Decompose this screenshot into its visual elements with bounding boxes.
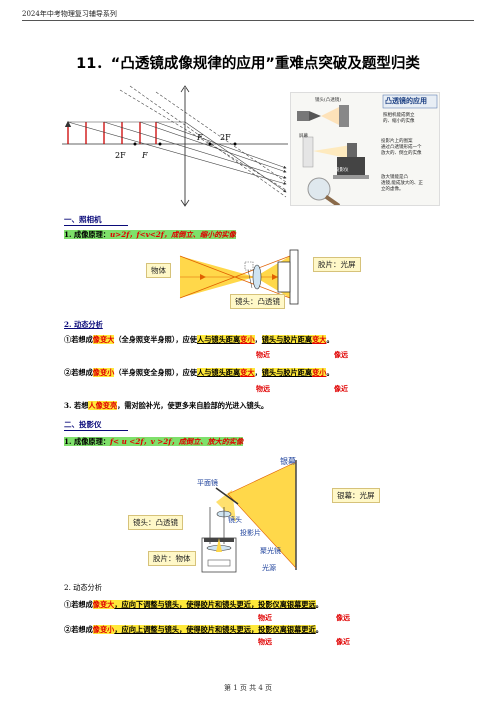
camera-note-2-object: 物远 bbox=[256, 384, 270, 393]
projector-note-2-object: 物远 bbox=[258, 637, 272, 646]
projector-source-tag: 光源 bbox=[262, 564, 276, 572]
projector-mirror-tag: 平面镜 bbox=[197, 479, 218, 487]
lens-ray-diagram: F 2F 2F F bbox=[62, 85, 288, 207]
camera-lens-label: 镜头(凸透镜) bbox=[315, 98, 342, 103]
twof-label-left: 2F bbox=[115, 151, 126, 160]
twof-label-right: 2F bbox=[220, 133, 231, 142]
camera-note-1-object: 物近 bbox=[256, 350, 270, 359]
infographic-title: 凸透镜的应用 bbox=[385, 96, 427, 105]
focus-label-right: F bbox=[196, 133, 203, 142]
camera-line-2: ②若想成像变小（半身照变全身照），应使人与镜头距离变大，镜头与胶片距离变小。 bbox=[64, 368, 334, 377]
projector-condenser-tag: 聚光镜 bbox=[260, 547, 281, 555]
projector-line-2: ②若想成像变小，应向上调整与镜头，使得胶片和镜头更远，投影仪离银幕更近。 bbox=[64, 625, 323, 634]
section-projector-heading: 二、投影仪 bbox=[64, 420, 102, 429]
page-title: 11．“凸透镜成像规律的应用”重难点突破及题型归类 bbox=[76, 56, 420, 72]
section-projector-underline bbox=[64, 430, 128, 431]
camera-object-label: 物体 bbox=[146, 263, 171, 278]
projector-screen-box: 银幕：光屏 bbox=[332, 488, 380, 503]
camera-diagram bbox=[179, 249, 299, 305]
projector-note-1-object: 物近 bbox=[258, 613, 272, 622]
camera-dynamic-label: 2. 动态分析 bbox=[64, 320, 103, 329]
screen-label: 屏幕 bbox=[299, 134, 308, 139]
section-camera-heading: 一、照相机 bbox=[64, 215, 102, 224]
projector-description: 投影片上的图案 通过凸透镜形成一个 放大的、倒立的实像 bbox=[381, 139, 422, 156]
projector-line-1: ①若想成像变大，应向下调整与镜头，使得胶片和镜头更近，投影仪离银幕更远。 bbox=[64, 600, 323, 609]
focus-label-left: F bbox=[141, 151, 148, 160]
projector-diagram bbox=[201, 460, 297, 573]
projector-principle: 1. 成像原理：f< u <2f，v >2f，成倒立、放大的实像 bbox=[64, 437, 244, 446]
projector-lens-box: 镜头：凸透镜 bbox=[128, 515, 183, 530]
header-divider bbox=[22, 20, 474, 21]
camera-line-3: 3. 若想人像变亮，需对脸补光，使更多来自脸部的光进入镜头。 bbox=[64, 401, 269, 410]
projector-slide-tag: 投影片 bbox=[240, 529, 261, 537]
camera-line-1: ①若想成像变大（全身照变半身照），应使人与镜头距离变小，镜头与胶片距离变大。 bbox=[64, 335, 334, 344]
camera-note-2-image: 像近 bbox=[334, 384, 348, 393]
object-arrows bbox=[64, 120, 157, 144]
projector-lens-tag: 镜头 bbox=[228, 516, 242, 524]
light-rays bbox=[67, 85, 287, 198]
camera-description: 照相机能成倒立 的、缩小的实像 bbox=[383, 113, 415, 124]
projector-note-2-image: 像近 bbox=[336, 637, 350, 646]
projector-label: 投影仪 bbox=[335, 168, 349, 173]
projector-slide-box: 胶片：物体 bbox=[148, 551, 196, 566]
lens-application-infographic: 凸透镜的应用 镜头(凸透镜) 照相机能成倒立 的、缩小的实像 屏幕 投影片上的图… bbox=[290, 92, 440, 206]
page-footer: 第 1 页 共 4 页 bbox=[223, 684, 273, 692]
camera-film-label: 胶片：光屏 bbox=[313, 257, 361, 272]
header-text: 2024年中考物理复习辅导系列 bbox=[22, 10, 117, 18]
camera-principle: 1. 成像原理：u>2f，f<v<2f，成倒立、缩小的实像 bbox=[64, 230, 236, 239]
projector-dynamic-label: 2. 动态分析 bbox=[64, 583, 102, 592]
projector-note-1-image: 像远 bbox=[336, 613, 350, 622]
projector-screen-tag: 银幕 bbox=[280, 457, 296, 466]
camera-lens-label: 镜头：凸透镜 bbox=[230, 294, 285, 309]
section-camera-underline bbox=[64, 225, 128, 226]
camera-note-1-image: 像远 bbox=[334, 350, 348, 359]
magnifier-description: 放大镜能是凸 透镜,能成放大的、正 立的虚像。 bbox=[381, 175, 423, 192]
